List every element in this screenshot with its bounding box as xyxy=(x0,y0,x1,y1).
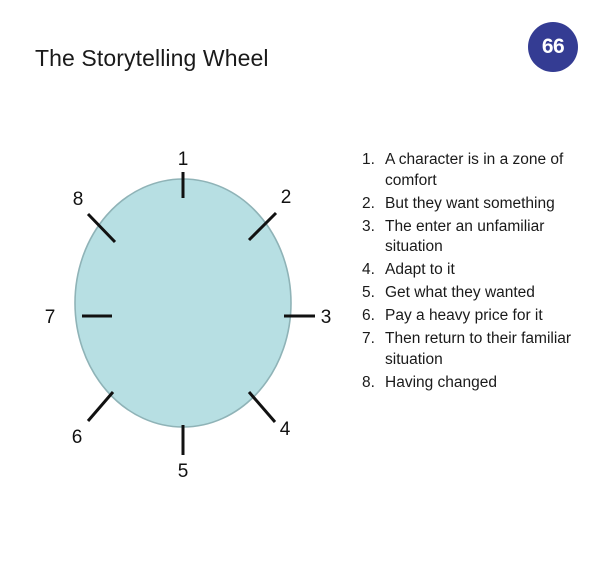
list-item-text: Get what they wanted xyxy=(385,284,535,301)
wheel-label-3: 3 xyxy=(321,307,332,328)
list-item-text: Pay a heavy price for it xyxy=(385,307,543,324)
list-item: 3. The enter an unfamiliar situation xyxy=(362,217,592,258)
list-item-text: Having changed xyxy=(385,373,498,391)
list-item: 4. Adapt to it xyxy=(362,260,592,281)
list-item-number: 8. xyxy=(362,373,375,391)
list-item-text: Adapt to it xyxy=(385,261,455,278)
storytelling-wheel-diagram: 1 2 3 4 5 6 7 8 xyxy=(30,135,350,495)
wheel-tick-6 xyxy=(86,391,115,422)
wheel-label-8: 8 xyxy=(73,189,84,210)
page-number-badge: 66 xyxy=(528,22,578,72)
story-steps-list: 1. A character is in a zone of comfort 2… xyxy=(362,150,592,396)
list-item: 7. Then return to their familiar situati… xyxy=(362,329,592,370)
wheel-label-4: 4 xyxy=(280,419,291,440)
wheel-tick-8 xyxy=(86,212,117,244)
list-item-text: Then return to their familiar situation xyxy=(385,330,572,368)
wheel-label-2: 2 xyxy=(281,187,292,208)
list-item: 1. A character is in a zone of comfort xyxy=(362,150,592,191)
list-item: 6. Pay a heavy price for it xyxy=(362,306,592,327)
wheel-label-5: 5 xyxy=(178,461,189,482)
list-item-number: 4. xyxy=(362,261,375,278)
list-item-number: 7. xyxy=(362,330,375,347)
wheel-label-1: 1 xyxy=(178,149,189,170)
list-item-number: 6. xyxy=(362,307,375,324)
list-item-text: A character is in a zone of comfort xyxy=(385,151,564,189)
wheel-label-7: 7 xyxy=(45,307,56,328)
list-item-text: But they want something xyxy=(385,194,555,212)
list-item-number: 2. xyxy=(362,194,375,212)
list-item-number: 5. xyxy=(362,284,375,301)
wheel-tick-2 xyxy=(247,211,278,242)
wheel-ellipse[interactable] xyxy=(74,178,292,428)
wheel-tick-4 xyxy=(247,391,277,423)
list-item-number: 1. xyxy=(362,151,375,168)
list-item-text: The enter an unfamiliar situation xyxy=(385,217,545,256)
list-item: 2. But they want something xyxy=(362,194,592,215)
page-title: The Storytelling Wheel xyxy=(35,45,269,71)
wheel-label-6: 6 xyxy=(72,427,83,448)
list-item: 5. Get what they wanted xyxy=(362,283,592,304)
wheel-svg: 1 2 3 4 5 6 7 8 xyxy=(45,149,332,482)
list-item-number: 3. xyxy=(362,217,375,235)
list-item: 8. Having changed xyxy=(362,373,592,394)
